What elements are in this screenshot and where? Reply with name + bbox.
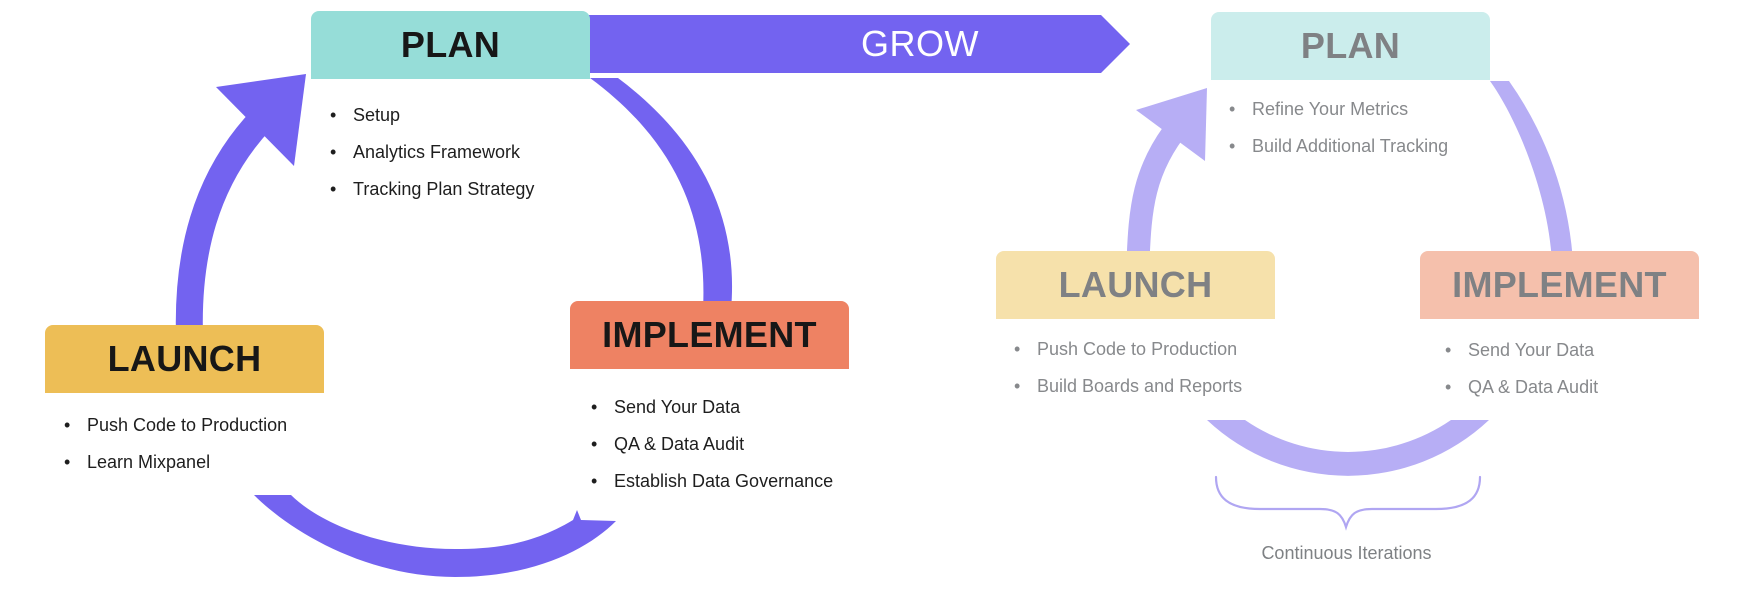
right-implement-bullets: • Send Your Data • QA & Data Audit <box>1445 332 1598 406</box>
left-plan-bullets: • Setup • Analytics Framework • Tracking Pl… <box>330 97 534 208</box>
right-plan-title: PLAN <box>1300 25 1401 66</box>
left-plan-title: PLAN <box>400 24 501 65</box>
list-item-label: QA & Data Audit <box>614 434 745 454</box>
right-launch-title: LAUNCH <box>1058 264 1213 305</box>
list-item: • QA & Data Audit <box>1445 369 1598 406</box>
list-item-label: QA & Data Audit <box>1468 377 1599 397</box>
right-plan-bullets: • Refine Your Metrics • Build Additional T… <box>1229 91 1448 165</box>
bullet-icon: • <box>330 105 337 125</box>
list-item-label: Learn Mixpanel <box>87 452 211 472</box>
right-launch-box: LAUNCH <box>996 251 1275 319</box>
list-item-label: Tracking Plan Strategy <box>353 179 535 199</box>
list-item: • Setup <box>330 97 534 134</box>
list-item-label: Send Your Data <box>614 397 741 417</box>
left-cycle-launch-to-plan-arrowhead <box>216 74 306 166</box>
list-item: • QA & Data Audit <box>591 426 833 463</box>
list-item: • Build Boards and Reports <box>1014 368 1242 405</box>
right-plan-box: PLAN <box>1211 12 1490 80</box>
bullet-icon: • <box>330 142 337 162</box>
right-cycle-bottom-arc <box>1207 420 1489 476</box>
list-item: • Analytics Framework <box>330 134 534 171</box>
bullet-icon: • <box>591 434 598 454</box>
right-cycle-launch-to-plan-arc <box>1126 116 1190 263</box>
list-item-label: Send Your Data <box>1468 340 1595 360</box>
grow-arrow-label: GROW <box>861 23 979 64</box>
list-item-label: Build Additional Tracking <box>1252 136 1449 156</box>
right-implement-box: IMPLEMENT <box>1420 251 1699 319</box>
left-launch-box: LAUNCH <box>45 325 324 393</box>
left-cycle-launch-to-plan-arc <box>175 109 272 349</box>
right-cycle-launch-to-plan-arrowhead <box>1136 88 1207 161</box>
bullet-icon: • <box>591 397 598 417</box>
bullet-icon: • <box>1014 339 1021 359</box>
list-item-label: Establish Data Governance <box>614 471 834 491</box>
bullet-icon: • <box>1445 377 1452 397</box>
left-implement-bullets: • Send Your Data • QA & Data Audit • Establ… <box>591 389 833 500</box>
list-item: • Send Your Data <box>591 389 833 426</box>
list-item: • Build Additional Tracking <box>1229 128 1448 165</box>
continuous-iterations-brace <box>1214 475 1482 531</box>
list-item-label: Push Code to Production <box>1037 339 1238 359</box>
continuous-iterations-caption: Continuous Iterations <box>1261 543 1432 563</box>
left-implement-box: IMPLEMENT <box>570 301 849 369</box>
list-item-label: Build Boards and Reports <box>1037 376 1243 396</box>
left-cycle-bottom-arc <box>254 495 616 577</box>
bullet-icon: • <box>64 452 71 472</box>
list-item: • Send Your Data <box>1445 332 1598 369</box>
list-item-label: Push Code to Production <box>87 415 288 435</box>
right-launch-bullets: • Push Code to Production • Build Boards a… <box>1014 331 1242 405</box>
right-cycle-plan-to-implement-arc <box>1490 81 1573 262</box>
bullet-icon: • <box>1014 376 1021 396</box>
list-item: • Tracking Plan Strategy <box>330 171 534 208</box>
bullet-icon: • <box>1445 340 1452 360</box>
right-implement-title: IMPLEMENT <box>1452 264 1667 305</box>
list-item: • Establish Data Governance <box>591 463 833 500</box>
list-item: • Push Code to Production <box>64 407 287 444</box>
list-item-label: Refine Your Metrics <box>1252 99 1409 119</box>
bullet-icon: • <box>64 415 71 435</box>
list-item: • Learn Mixpanel <box>64 444 287 481</box>
list-item: • Refine Your Metrics <box>1229 91 1448 128</box>
bullet-icon: • <box>591 471 598 491</box>
grow-arrow-shape <box>589 15 1130 73</box>
left-implement-title: IMPLEMENT <box>602 314 817 355</box>
bullet-icon: • <box>1229 99 1236 119</box>
left-plan-box: PLAN <box>311 11 590 79</box>
bullet-icon: • <box>1229 136 1236 156</box>
left-launch-title: LAUNCH <box>107 338 262 379</box>
left-launch-bullets: • Push Code to Production • Learn Mixpanel <box>64 407 287 481</box>
bullet-icon: • <box>330 179 337 199</box>
list-item: • Push Code to Production <box>1014 331 1242 368</box>
list-item-label: Setup <box>353 105 401 125</box>
list-item-label: Analytics Framework <box>353 142 521 162</box>
left-cycle-plan-to-implement-arc <box>590 78 733 310</box>
